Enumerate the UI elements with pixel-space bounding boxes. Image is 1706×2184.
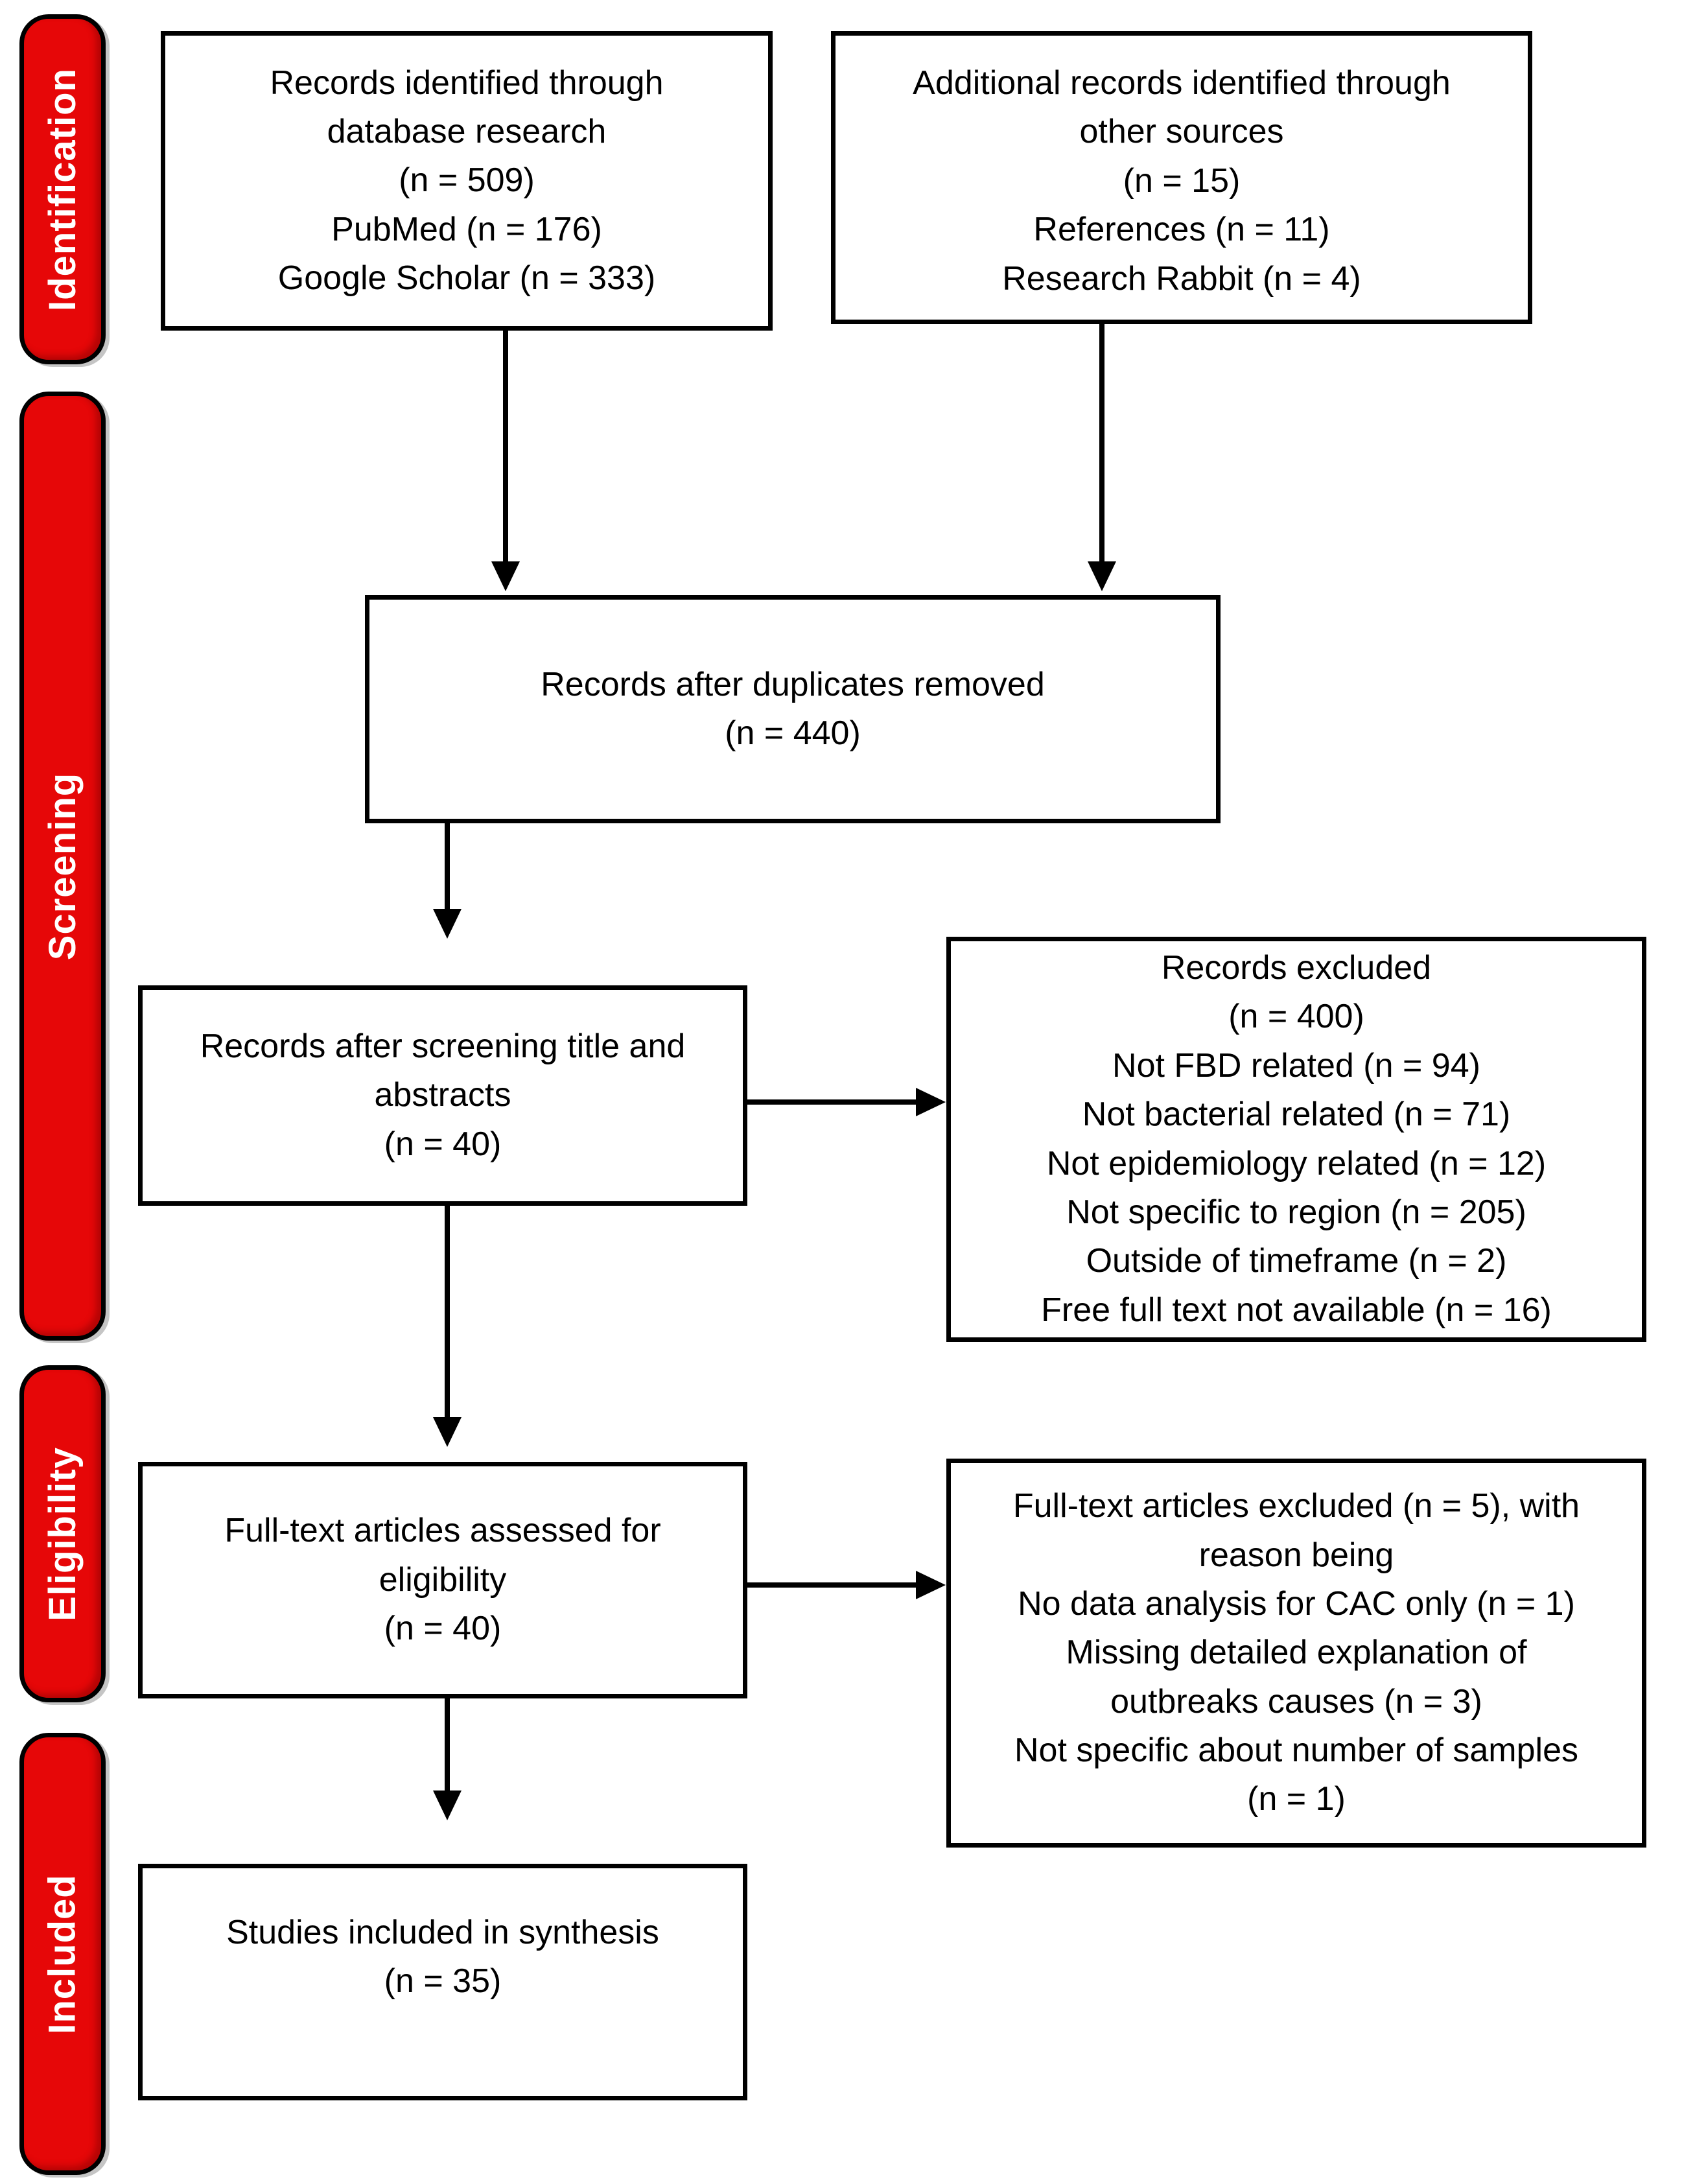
arrow-line — [445, 823, 450, 910]
arrow-down-icon — [433, 1791, 462, 1820]
stage-band-screening: Screening — [19, 392, 106, 1341]
arrow-right-icon — [916, 1088, 946, 1116]
stage-label-eligibility: Eligibility — [41, 1446, 84, 1621]
arrow-line — [747, 1582, 917, 1588]
box-records-after-duplicates-removed-text: Records after duplicates removed (n = 44… — [541, 665, 1045, 752]
box-fulltext-articles-assessed-text: Full-text articles assessed for eligibil… — [224, 1512, 661, 1648]
box-additional-records-other-sources: Additional records identified through ot… — [831, 31, 1532, 324]
box-fulltext-articles-assessed: Full-text articles assessed for eligibil… — [138, 1462, 747, 1698]
arrow-right-icon — [916, 1571, 946, 1599]
arrow-down-icon — [491, 561, 520, 591]
box-fulltext-articles-excluded: Full-text articles excluded (n = 5), wit… — [946, 1459, 1646, 1848]
box-records-identified-database-text: Records identified through database rese… — [270, 64, 664, 298]
stage-label-included: Included — [41, 1873, 84, 2034]
stage-band-identification: Identification — [19, 14, 106, 364]
arrow-line — [1099, 324, 1104, 561]
arrow-line — [747, 1099, 917, 1105]
stage-label-screening: Screening — [41, 772, 84, 960]
arrow-line — [503, 331, 508, 561]
stage-band-included: Included — [19, 1733, 106, 2175]
box-records-identified-database: Records identified through database rese… — [161, 31, 773, 331]
box-records-after-screening-text: Records after screening title and abstra… — [200, 1027, 686, 1163]
box-records-excluded: Records excluded (n = 400) Not FBD relat… — [946, 937, 1646, 1342]
box-records-after-duplicates-removed: Records after duplicates removed (n = 44… — [365, 595, 1221, 823]
arrow-line — [445, 1204, 450, 1418]
arrow-down-icon — [433, 1417, 462, 1447]
arrow-line — [445, 1697, 450, 1792]
arrow-down-icon — [433, 909, 462, 939]
box-fulltext-articles-excluded-text: Full-text articles excluded (n = 5), wit… — [1012, 1487, 1580, 1818]
box-studies-included-synthesis-text: Studies included in synthesis (n = 35) — [226, 1914, 659, 2001]
stage-band-eligibility: Eligibility — [19, 1365, 106, 1702]
arrow-down-icon — [1088, 561, 1116, 591]
box-studies-included-synthesis: Studies included in synthesis (n = 35) — [138, 1864, 747, 2100]
box-additional-records-other-sources-text: Additional records identified through ot… — [913, 64, 1451, 298]
stage-label-identification: Identification — [41, 67, 84, 311]
box-records-after-screening: Records after screening title and abstra… — [138, 985, 747, 1206]
box-records-excluded-text: Records excluded (n = 400) Not FBD relat… — [1041, 948, 1552, 1329]
